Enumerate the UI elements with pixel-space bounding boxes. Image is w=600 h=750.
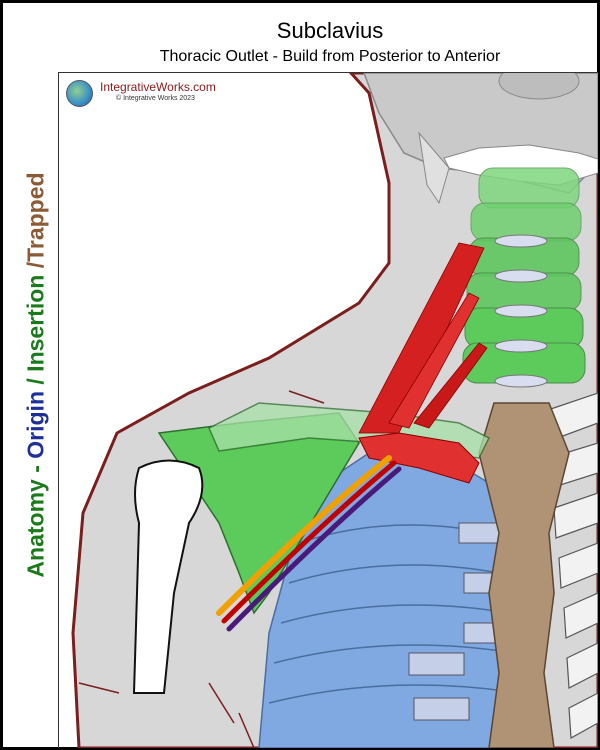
eye-socket [498, 73, 580, 100]
scalene-muscles [358, 242, 488, 434]
logo-copyright: © Integrative Works 2023 [116, 95, 195, 102]
legend-slash-2: / [22, 261, 49, 275]
legend-anatomy: Anatomy - [22, 458, 49, 578]
anatomy-illustration [58, 72, 598, 748]
sternum [478, 402, 570, 748]
subclavius-muscle [358, 432, 480, 484]
side-legend-label: Anatomy - Origin / Insertion /Trapped [23, 172, 50, 577]
cervical-vertebrae [462, 167, 586, 388]
legend-trapped: Trapped [22, 172, 49, 262]
anatomy-svg [71, 73, 598, 748]
globe-logo-icon [66, 80, 93, 107]
page-title: Subclavius [276, 18, 384, 43]
rib-lines [268, 524, 520, 704]
humerus [132, 459, 204, 694]
skin-creases [78, 390, 325, 748]
legend-insertion: Insertion [22, 274, 49, 372]
right-ribs [538, 392, 598, 739]
logo-site-name: IntegrativeWorks.com [100, 80, 216, 94]
neurovascular-bundle [216, 455, 402, 632]
mandible [418, 131, 450, 205]
legend-origin: Origin [22, 390, 49, 459]
page-subtitle: Thoracic Outlet - Build from Posterior t… [159, 48, 501, 65]
legend-slash-1: / [22, 371, 49, 391]
